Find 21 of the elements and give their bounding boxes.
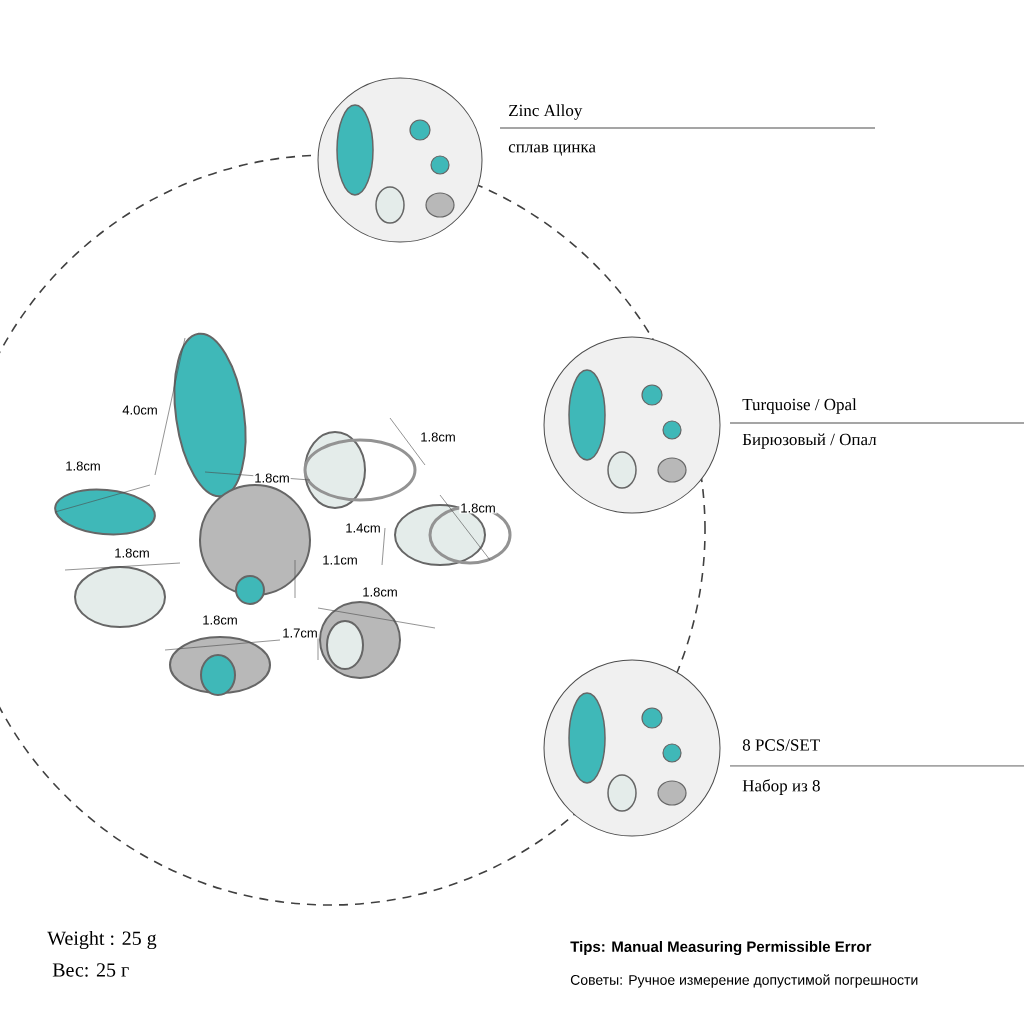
caption-text: Turquoise / Opal bbox=[742, 398, 857, 414]
caption-text: Zinc Alloy bbox=[509, 104, 583, 120]
tip-heading: Tips: Manual Measuring Permissible Error bbox=[570, 941, 872, 956]
caption-text: сплав цинка bbox=[508, 144, 596, 156]
dimension-label: 1.7cm bbox=[281, 627, 319, 639]
dimension-label: 1.4cm bbox=[344, 522, 382, 534]
tip-text: Советы: Ручное измерение допустимой погрешности bbox=[570, 974, 918, 988]
dimension-label: 4.0cm bbox=[121, 404, 159, 416]
caption-text: Набор из 8 bbox=[742, 779, 820, 795]
caption-text: 8 PCS/SET bbox=[742, 739, 820, 751]
dimension-label: 1.8cm bbox=[459, 502, 497, 514]
dimension-label: 1.1cm bbox=[321, 554, 359, 566]
weight-text: Weight : 25 g bbox=[47, 930, 157, 950]
weight-text: Вес: 25 г bbox=[52, 963, 129, 977]
dimension-label: 1.8cm bbox=[201, 614, 239, 626]
dimension-label: 1.8cm bbox=[253, 472, 291, 484]
dimension-label: 1.8cm bbox=[419, 431, 457, 443]
dimension-label: 1.8cm bbox=[113, 547, 151, 559]
caption-text: Бирюзовый / Опал bbox=[742, 433, 877, 449]
dimension-label: 1.8cm bbox=[361, 586, 399, 598]
dimension-label: 1.8cm bbox=[64, 460, 102, 472]
